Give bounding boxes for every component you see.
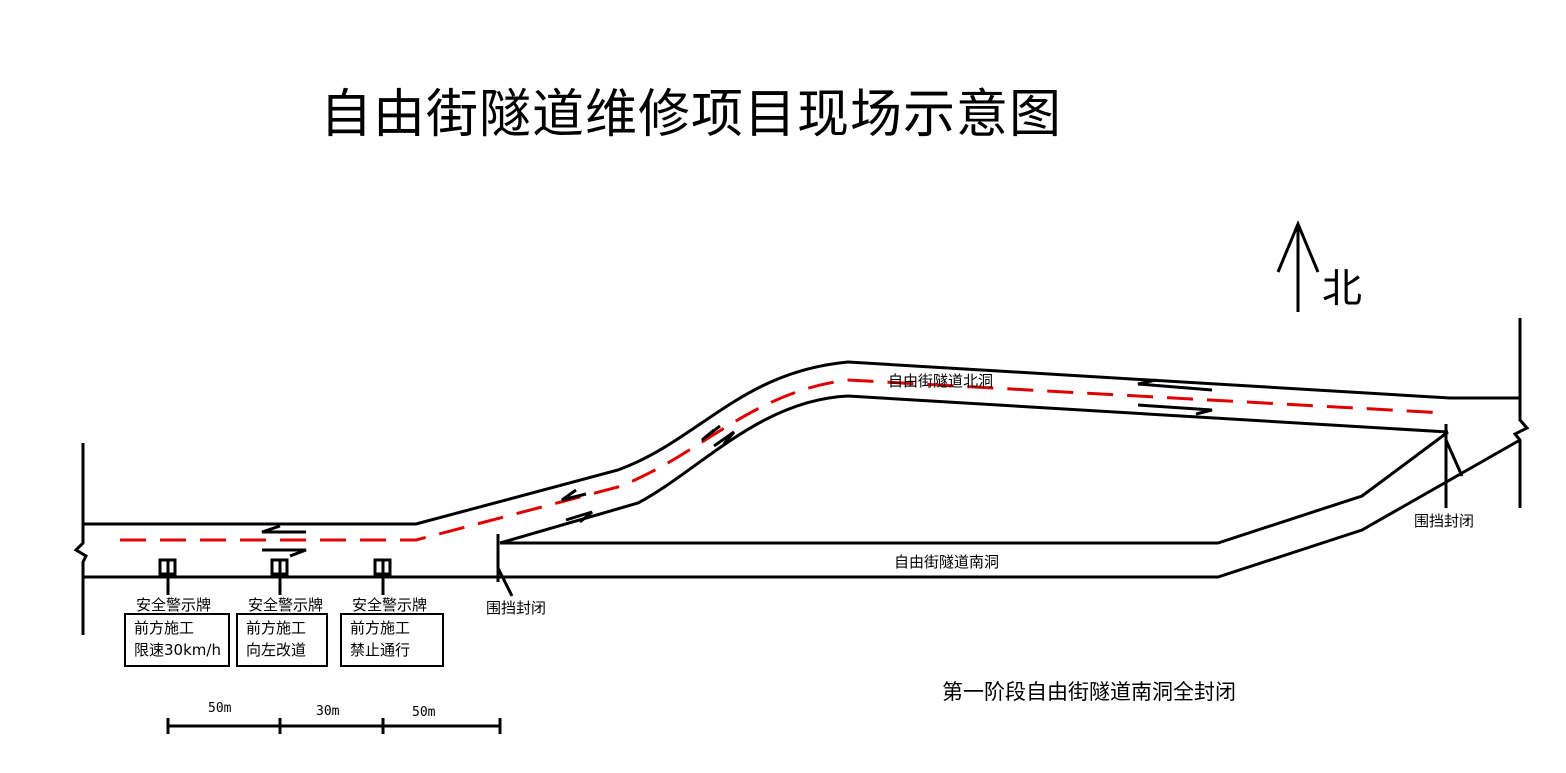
sign-1-line2: 限速30km/h <box>134 641 221 659</box>
sign-board-1: 前方施工 限速30km/h <box>124 613 230 667</box>
sign-title-2: 安全警示牌 <box>248 596 324 614</box>
right-break-line <box>1512 318 1530 508</box>
scale-label-2: 30m <box>316 704 340 719</box>
sign-title-3: 安全警示牌 <box>352 596 428 614</box>
barrier-label-left: 围挡封闭 <box>486 599 547 617</box>
sign-3-line1: 前方施工 <box>350 619 411 637</box>
barrier-right-mark <box>1444 424 1464 508</box>
south-tunnel-label: 自由街隧道南洞 <box>894 553 1000 571</box>
barrier-left-mark <box>496 534 514 597</box>
scale-label-1: 50m <box>208 701 232 716</box>
sign-2-line2: 向左改道 <box>246 641 307 659</box>
sign-2-line1: 前方施工 <box>246 619 307 637</box>
sign-3-line2: 禁止通行 <box>350 641 411 659</box>
sign-1-line1: 前方施工 <box>134 619 195 637</box>
north-arrow-icon <box>1276 220 1320 312</box>
sign-board-3: 前方施工 禁止通行 <box>340 613 444 667</box>
north-tunnel-label: 自由街隧道北洞 <box>888 372 994 390</box>
barrier-label-right: 围挡封闭 <box>1414 512 1475 530</box>
scale-bar <box>166 718 502 734</box>
sign-posts <box>158 558 392 595</box>
sign-board-2: 前方施工 向左改道 <box>236 613 328 667</box>
direction-arrows <box>261 378 1213 558</box>
sign-title-1: 安全警示牌 <box>136 596 212 614</box>
north-route-lower-edge <box>499 394 1449 545</box>
scale-label-3: 50m <box>412 705 436 720</box>
main-road-bottom-edge <box>83 438 1521 579</box>
lane-divider <box>120 378 1446 542</box>
stage-note: 第一阶段自由街隧道南洞全封闭 <box>942 680 1236 704</box>
north-label: 北 <box>1322 266 1362 312</box>
south-tunnel-upper-edge <box>500 430 1449 545</box>
page-title: 自由街隧道维修项目现场示意图 <box>320 85 1063 145</box>
north-route-upper-edge <box>83 360 1520 526</box>
left-break-line <box>73 443 88 635</box>
